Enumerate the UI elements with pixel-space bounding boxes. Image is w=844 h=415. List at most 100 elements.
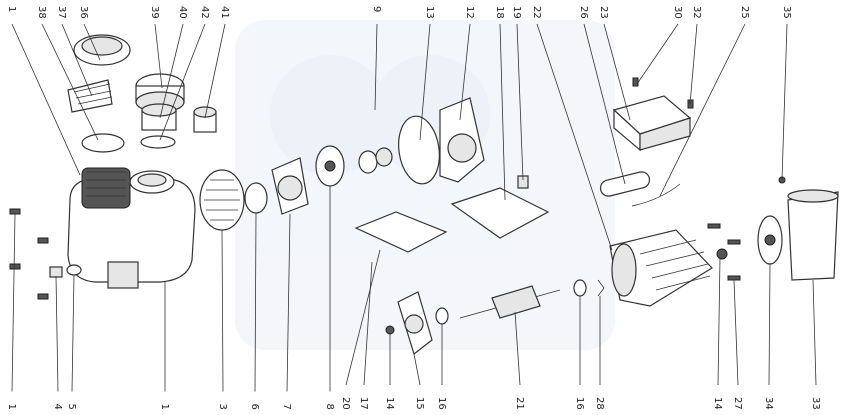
callout-top-14: 26 (578, 6, 589, 19)
leader-top-18 (659, 23, 746, 197)
leader-top-15 (603, 23, 631, 121)
seal-ring (244, 182, 268, 214)
nut-14 (385, 325, 395, 335)
callout-bottom-8: 20 (340, 397, 351, 410)
terminal-cover (612, 95, 692, 152)
leader-top-3 (83, 23, 101, 61)
leader-top-16 (636, 23, 679, 85)
leader-top-14 (583, 23, 626, 185)
callout-top-16: 30 (672, 6, 683, 19)
callout-bottom-0: 1 (6, 404, 17, 410)
callout-top-12: 19 (511, 6, 522, 19)
rotor (459, 285, 561, 319)
fan-cover (787, 189, 839, 281)
leader-bottom-17 (733, 279, 739, 386)
callout-top-15: 23 (598, 6, 609, 19)
leader-top-1 (41, 23, 99, 141)
leader-top-12 (516, 23, 524, 181)
leader-bottom-9 (363, 261, 373, 386)
callout-bottom-15: 28 (594, 397, 605, 410)
leader-top-13 (536, 23, 613, 251)
callout-top-3: 36 (78, 6, 89, 19)
union-tail (141, 103, 177, 131)
leader-bottom-2 (71, 274, 75, 392)
base-plate-20 (354, 211, 448, 253)
leader-bottom-0 (11, 213, 16, 392)
callout-top-5: 40 (177, 6, 188, 19)
callout-top-17: 32 (691, 6, 702, 19)
callout-bottom-17: 27 (732, 397, 743, 410)
leader-top-7 (204, 23, 226, 119)
screw-left-4 (37, 293, 49, 300)
leader-top-17 (689, 23, 698, 105)
drain-plug (193, 106, 217, 133)
callout-top-4: 39 (149, 6, 160, 19)
leader-bottom-5 (254, 212, 257, 392)
callout-bottom-14: 16 (574, 397, 585, 410)
wire-25 (631, 183, 681, 207)
o-ring-42 (140, 135, 176, 149)
callout-top-2: 37 (56, 6, 67, 19)
strainer-basket (67, 79, 113, 113)
leader-bottom-18 (768, 263, 771, 386)
diffuser (271, 157, 309, 215)
screw-left-2 (37, 237, 49, 244)
callout-bottom-12: 16 (436, 397, 447, 410)
callout-bottom-10: 14 (384, 397, 395, 410)
leader-bottom-1 (55, 275, 59, 392)
callout-top-0: 1 (6, 6, 17, 12)
screw-30 (632, 77, 639, 87)
leader-bottom-13 (514, 311, 521, 386)
callout-bottom-5: 6 (249, 404, 260, 410)
screw-left-3 (9, 263, 21, 270)
callout-top-9: 13 (424, 6, 435, 19)
leader-top-19 (781, 23, 788, 181)
mechanical-seal (358, 147, 393, 174)
leader-top-9 (419, 23, 431, 141)
callout-top-13: 22 (531, 6, 542, 19)
leader-top-5 (159, 23, 184, 119)
leader-bottom-16 (717, 257, 721, 386)
washer-5 (66, 264, 82, 276)
leader-top-10 (459, 23, 471, 121)
callout-top-11: 18 (494, 6, 505, 19)
callout-bottom-1: 4 (52, 404, 63, 410)
leader-top-8 (374, 23, 378, 111)
bearing-16 (435, 307, 449, 325)
leader-top-6 (159, 23, 206, 141)
strainer-lid (73, 34, 131, 66)
callout-bottom-13: 21 (514, 397, 525, 410)
spring-28 (597, 279, 605, 297)
callout-top-10: 12 (464, 6, 475, 19)
leader-lines (11, 23, 817, 392)
fan (757, 215, 783, 265)
callout-bottom-2: 5 (66, 404, 77, 410)
callout-top-6: 42 (199, 6, 210, 19)
leader-bottom-19 (812, 279, 817, 386)
leader-bottom-4 (221, 229, 224, 392)
bearing-16b (573, 279, 587, 297)
o-ring-13 (398, 115, 440, 185)
o-ring-38 (81, 133, 125, 153)
callout-bottom-6: 7 (281, 404, 292, 410)
leader-top-2 (61, 23, 93, 97)
motor-stator (609, 229, 713, 307)
callout-bottom-16: 14 (712, 397, 723, 410)
base-18 (450, 187, 550, 239)
impeller (315, 145, 345, 187)
screw-right-3 (727, 275, 741, 281)
callout-bottom-3: 1 (159, 404, 170, 410)
callout-bottom-19: 33 (810, 397, 821, 410)
screw-left-1 (9, 208, 21, 215)
screw-right-2 (727, 239, 741, 245)
screw-right-1 (707, 223, 721, 229)
leader-top-0 (11, 23, 81, 176)
leader-bottom-11 (413, 353, 421, 386)
pump-body (67, 167, 196, 289)
leader-top-11 (499, 23, 506, 201)
callout-top-19: 35 (781, 6, 792, 19)
callout-bottom-7: 8 (324, 404, 335, 410)
leader-top-4 (154, 23, 163, 89)
callout-top-7: 41 (219, 6, 230, 19)
